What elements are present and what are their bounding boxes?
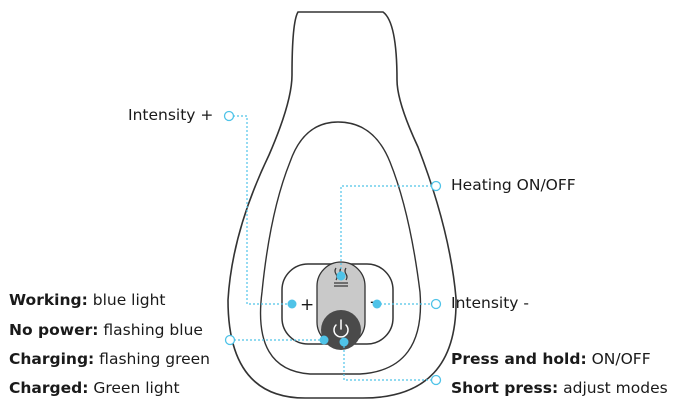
leader-power-button <box>343 342 432 381</box>
device-inner-rim <box>259 121 422 375</box>
help-press-and-hold: Press and hold: ON/OFF <box>451 350 651 368</box>
state-charged: Charged: Green light <box>9 379 180 397</box>
dot-power-button <box>339 337 349 347</box>
state-charged-desc: Green light <box>88 379 180 397</box>
power-icon <box>333 319 349 338</box>
ring-intensity-plus <box>223 110 235 122</box>
heat-waves-icon <box>334 267 348 287</box>
label-heating: Heating ON/OFF <box>451 176 576 194</box>
dot-light-indicator <box>319 335 329 345</box>
state-charging-term: Charging: <box>9 350 95 368</box>
power-button <box>321 310 361 350</box>
ring-intensity-minus <box>430 298 442 310</box>
state-working-desc: blue light <box>87 291 166 309</box>
ring-light-states <box>224 334 236 346</box>
ring-power-button <box>430 374 442 386</box>
leader-intensity-plus <box>233 115 292 305</box>
dot-heating <box>336 271 346 281</box>
state-no-power: No power: flashing blue <box>9 321 203 339</box>
state-working-term: Working: <box>9 291 88 309</box>
label-intensity-minus: Intensity - <box>451 294 529 312</box>
state-no-power-term: No power: <box>9 321 99 339</box>
help-short-press: Short press: adjust modes <box>451 379 668 397</box>
label-intensity-plus: Intensity + <box>128 106 214 124</box>
state-charged-term: Charged: <box>9 379 89 397</box>
panel-plus-symbol: + <box>300 295 314 315</box>
state-no-power-desc: flashing blue <box>98 321 203 339</box>
state-charging-desc: flashing green <box>94 350 211 368</box>
dot-intensity-plus <box>287 299 297 309</box>
ring-heating <box>430 180 442 192</box>
help-press-and-hold-term: Press and hold: <box>451 350 587 368</box>
state-working: Working: blue light <box>9 291 166 309</box>
state-charging: Charging: flashing green <box>9 350 211 368</box>
dot-intensity-minus <box>372 299 382 309</box>
device-body-outline <box>227 11 457 399</box>
help-short-press-desc: adjust modes <box>558 379 668 397</box>
leader-heating <box>340 185 432 274</box>
help-press-and-hold-desc: ON/OFF <box>586 350 651 368</box>
help-short-press-term: Short press: <box>451 379 559 397</box>
